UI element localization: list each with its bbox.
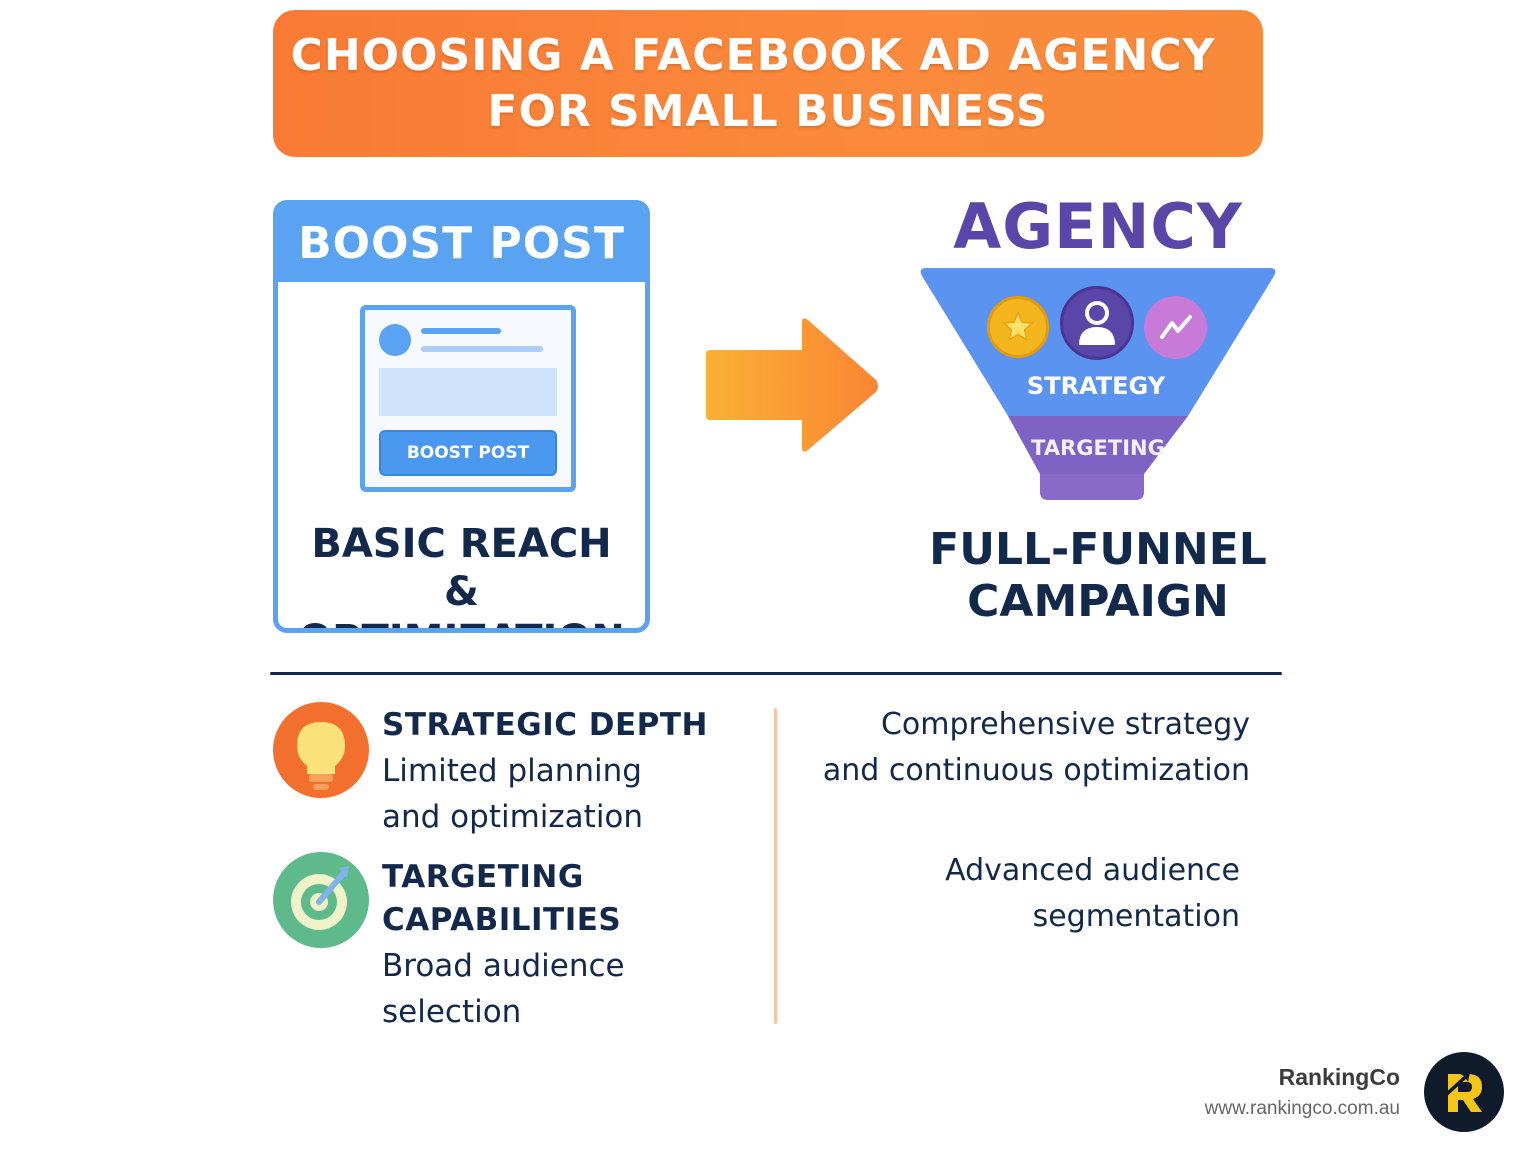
targeting-heading-line-1: TARGETING bbox=[382, 859, 584, 895]
title-banner: CHOOSING A FACEBOOK AD AGENCY FOR SMALL … bbox=[273, 10, 1263, 157]
boost-post-caption: BASIC REACH & OPTIMIZATION bbox=[278, 520, 645, 628]
column-divider bbox=[774, 708, 777, 1024]
targeting-agency-line-2: segmentation bbox=[1032, 899, 1240, 934]
agency-caption: FULL-FUNNEL CAMPAIGN bbox=[920, 524, 1276, 628]
post-mockup: BOOST POST bbox=[360, 305, 576, 492]
boost-post-header: BOOST POST bbox=[278, 205, 645, 282]
lightbulb-icon bbox=[273, 702, 369, 798]
targeting-boost-text: Broad audience selection bbox=[382, 943, 625, 1035]
funnel-label-targeting: TARGETING bbox=[1031, 436, 1165, 460]
strategic-depth-agency-line-2: and continuous optimization bbox=[822, 753, 1250, 788]
title-line-1: CHOOSING A FACEBOOK AD AGENCY bbox=[290, 29, 1216, 81]
post-title-line bbox=[421, 328, 501, 334]
agency-caption-line-1: FULL-FUNNEL bbox=[929, 524, 1267, 575]
strategic-depth-boost-line-1: Limited planning bbox=[382, 753, 642, 789]
rankingco-logo-icon bbox=[1424, 1052, 1504, 1132]
strategic-depth-boost-text: Limited planning and optimization bbox=[382, 748, 643, 840]
brand-url: www.rankingco.com.au bbox=[1204, 1098, 1400, 1119]
targeting-agency-line-1: Advanced audience bbox=[945, 853, 1240, 888]
target-icon bbox=[273, 852, 369, 948]
strategic-depth-agency-line-1: Comprehensive strategy bbox=[880, 707, 1250, 742]
boost-caption-line-1: BASIC REACH bbox=[311, 521, 612, 567]
agency-title: AGENCY bbox=[953, 190, 1243, 263]
user-icon bbox=[1060, 286, 1134, 360]
avatar bbox=[379, 324, 411, 356]
section-divider bbox=[270, 672, 1282, 675]
brand-name: RankingCo bbox=[1278, 1064, 1400, 1090]
strategic-depth-boost-line-2: and optimization bbox=[382, 799, 644, 835]
targeting-boost-line-2: selection bbox=[382, 994, 522, 1030]
strategic-depth-heading: STRATEGIC DEPTH bbox=[382, 707, 708, 743]
boost-caption-line-2: & OPTIMIZATION bbox=[298, 569, 625, 628]
trend-icon bbox=[1144, 296, 1207, 359]
boost-post-button: BOOST POST bbox=[379, 430, 557, 476]
targeting-heading: TARGETING CAPABILITIES bbox=[382, 856, 621, 942]
post-text-line bbox=[421, 346, 543, 352]
agency-caption-line-2: CAMPAIGN bbox=[967, 576, 1229, 627]
boost-post-card: BOOST POST BOOST POST BASIC REACH & OPTI… bbox=[273, 200, 650, 633]
targeting-boost-line-1: Broad audience bbox=[382, 948, 625, 984]
right-arrow-icon bbox=[706, 318, 878, 452]
strategic-depth-agency-text: Comprehensive strategy and continuous op… bbox=[800, 702, 1250, 794]
post-media-placeholder bbox=[379, 368, 557, 416]
targeting-heading-line-2: CAPABILITIES bbox=[382, 902, 622, 938]
targeting-agency-text: Advanced audience segmentation bbox=[840, 848, 1240, 940]
title-line-2: FOR SMALL BUSINESS bbox=[487, 85, 1049, 137]
star-icon bbox=[987, 296, 1049, 358]
funnel-label-strategy: STRATEGY bbox=[1026, 372, 1166, 400]
